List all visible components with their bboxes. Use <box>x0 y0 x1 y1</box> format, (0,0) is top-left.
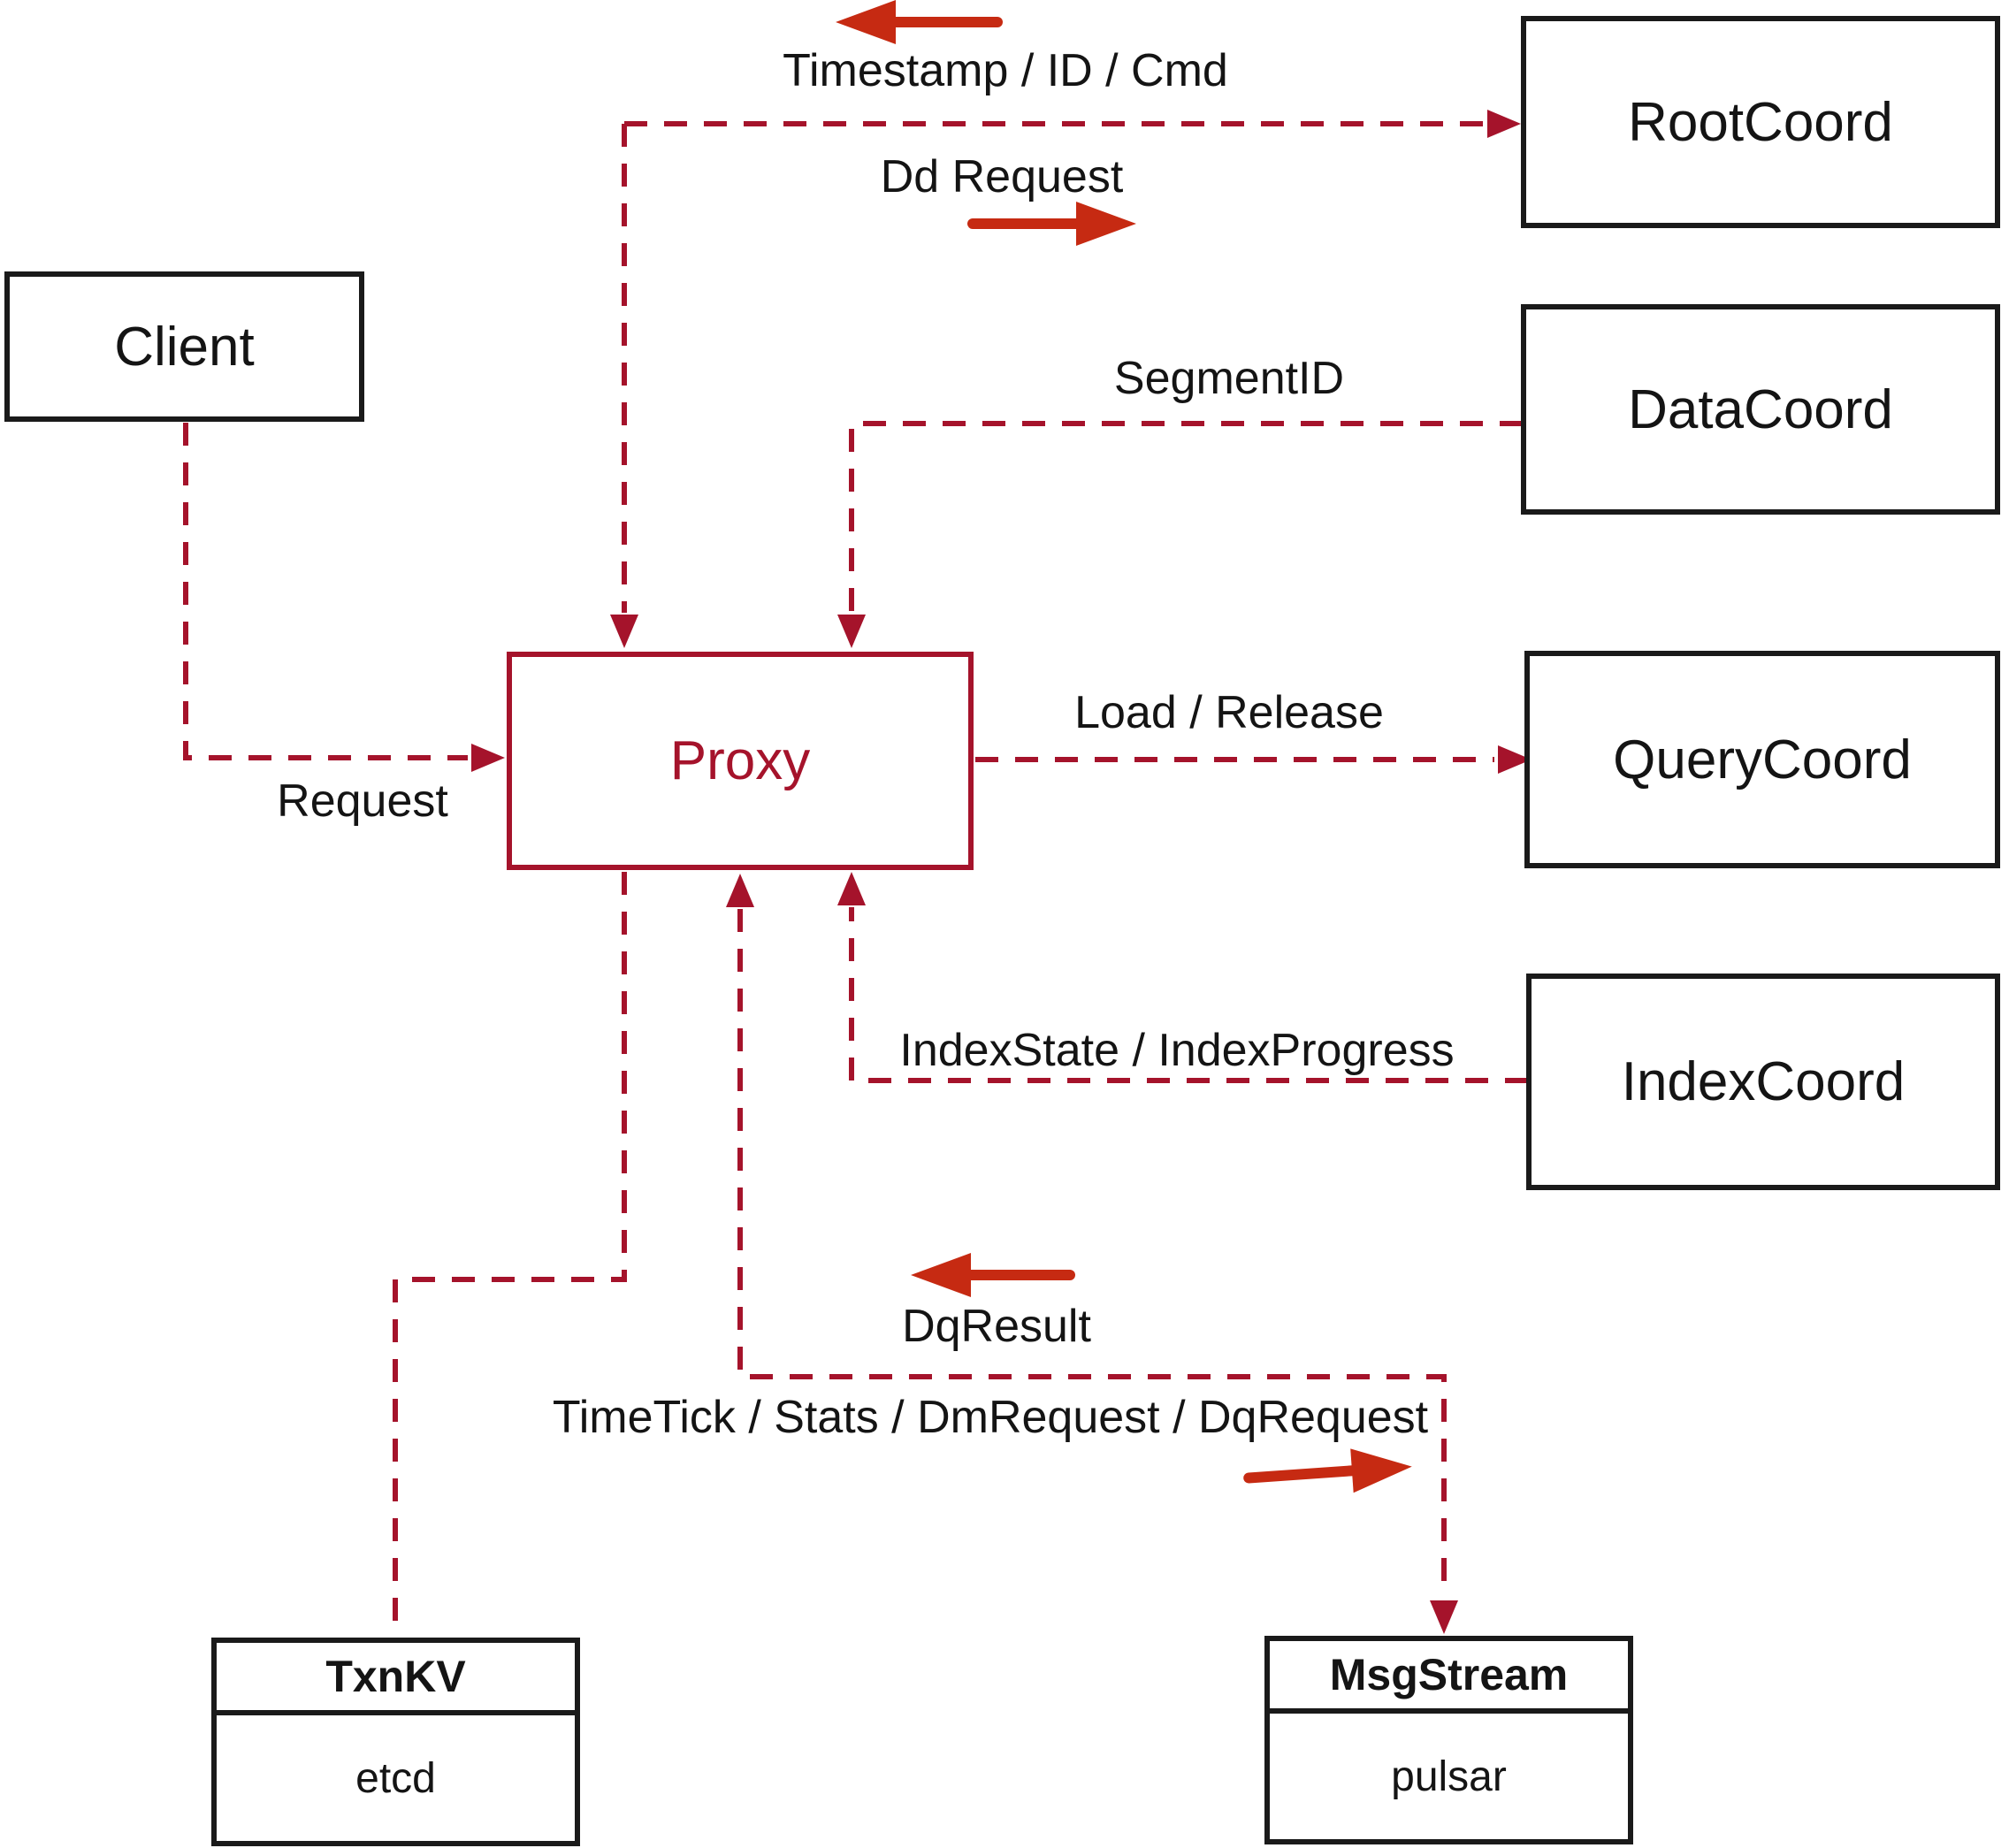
arrowhead-datacoord-into-proxy <box>837 615 866 648</box>
node-querycoord: QueryCoord <box>1524 651 2000 868</box>
dd-request-direction-arrow-icon <box>967 202 1136 246</box>
arrowhead-into-msgstream <box>1430 1600 1458 1634</box>
arrowhead-into-rootcoord <box>1487 110 1521 138</box>
node-indexcoord-label: IndexCoord <box>1621 1051 1906 1112</box>
edge-indexcoord-proxy <box>849 907 1528 1083</box>
edge-label-dd-request: Dd Request <box>880 151 1124 202</box>
edge-label-load-release: Load / Release <box>1074 687 1384 738</box>
edge-label-segment-id: SegmentID <box>1113 353 1345 404</box>
node-datacoord: DataCoord <box>1521 304 2000 515</box>
node-client: Client <box>4 271 364 422</box>
edge-label-dq-result: DqResult <box>902 1301 1091 1352</box>
node-indexcoord: IndexCoord <box>1526 974 2000 1190</box>
edge-label-index-state-progress: IndexState / IndexProgress <box>899 1025 1455 1076</box>
node-txnkv-title: TxnKV <box>217 1643 575 1715</box>
arrowhead-rootcoord-into-proxy <box>610 615 638 648</box>
edge-client-proxy <box>183 423 468 760</box>
edge-proxy-txnkv <box>393 872 627 1635</box>
node-proxy: Proxy <box>507 652 974 870</box>
node-rootcoord-label: RootCoord <box>1628 91 1893 153</box>
edge-label-timestamp-id-cmd: Timestamp / ID / Cmd <box>783 45 1228 96</box>
node-txnkv: TxnKV etcd <box>211 1638 580 1846</box>
node-rootcoord: RootCoord <box>1521 16 2000 228</box>
timetick-direction-arrow-icon <box>1243 1448 1412 1493</box>
dq-result-direction-arrow-icon <box>911 1253 1075 1297</box>
arrowhead-into-querycoord <box>1498 745 1532 774</box>
arrowhead-msgstream-into-proxy <box>726 874 754 907</box>
edge-label-request: Request <box>277 775 448 827</box>
node-msgstream: MsgStream pulsar <box>1264 1636 1633 1844</box>
edge-proxy-msgstream <box>737 909 1447 1597</box>
node-msgstream-subtitle: pulsar <box>1391 1753 1507 1800</box>
node-querycoord-label: QueryCoord <box>1613 729 1912 790</box>
edge-label-timetick-stats: TimeTick / Stats / DmRequest / DqRequest <box>552 1392 1429 1443</box>
node-proxy-label: Proxy <box>669 730 811 791</box>
arrowhead-client-proxy <box>471 744 505 772</box>
node-datacoord-label: DataCoord <box>1628 378 1893 440</box>
node-txnkv-subtitle: etcd <box>355 1754 436 1802</box>
arrowhead-indexcoord-into-proxy <box>837 872 866 905</box>
node-client-label: Client <box>114 316 255 378</box>
edge-datacoord-proxy <box>849 421 1523 613</box>
timestamp-direction-arrow-icon <box>836 0 1003 44</box>
node-msgstream-title: MsgStream <box>1270 1641 1628 1714</box>
